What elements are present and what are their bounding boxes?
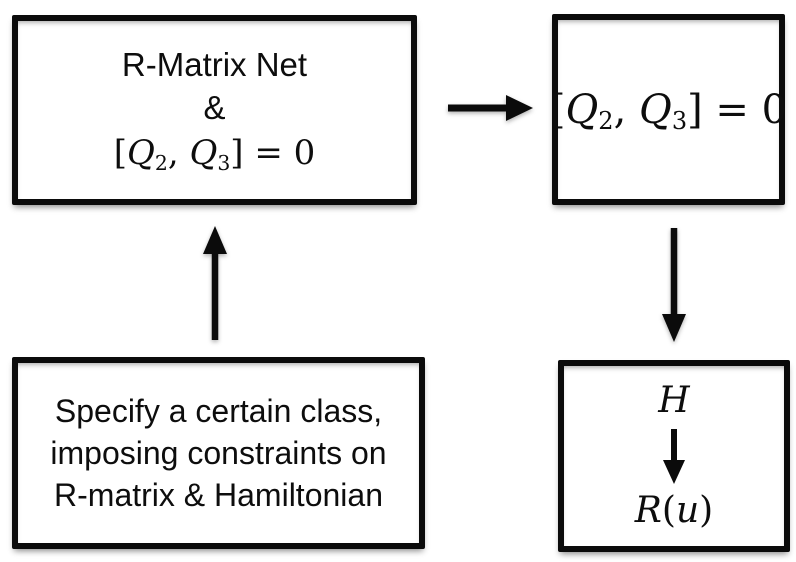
- formula-open-bracket: [: [549, 86, 566, 133]
- specify-line2: imposing constraints on: [50, 435, 387, 471]
- formula-q3-subscript: 3: [671, 107, 688, 136]
- ampersand-label: &: [203, 89, 226, 126]
- formula-q2-base: Q: [565, 86, 599, 133]
- formula-close-bracket: ]: [230, 133, 244, 173]
- specify-line3: R-matrix & Hamiltonian: [54, 477, 383, 513]
- box-rmatrix-net: R-Matrix Net & [Q2, Q3] = 0: [12, 15, 417, 205]
- formula-q3-base: Q: [189, 133, 218, 173]
- formula-q3-subscript: 3: [217, 150, 231, 175]
- hamiltonian-symbol: H: [658, 380, 690, 421]
- formula-q2-subscript: 2: [598, 107, 614, 136]
- arrow-h-to-ru-icon: [663, 429, 685, 484]
- arrow-up-icon: [203, 226, 227, 340]
- open-paren: (: [661, 490, 676, 531]
- formula-open-bracket: [: [113, 133, 127, 173]
- formula-q3-base: Q: [639, 86, 672, 133]
- hamiltonian-label: H: [658, 380, 689, 422]
- formula-comma: ,: [167, 133, 190, 173]
- box-commutator: [Q2, Q3] = 0: [549, 14, 788, 205]
- r-symbol: R: [634, 490, 662, 531]
- arrow-right-icon: [448, 95, 533, 121]
- formula-q2-base: Q: [126, 133, 155, 173]
- arrow-down-icon: [662, 228, 686, 342]
- specify-line1: Specify a certain class,: [54, 393, 383, 429]
- u-symbol: u: [675, 490, 700, 531]
- formula-close-bracket: ]: [687, 86, 703, 133]
- close-paren: ): [699, 490, 714, 531]
- commutator-formula: [Q2, Q3] = 0: [114, 131, 316, 175]
- box-h-to-ru: H R(u): [558, 360, 790, 552]
- formula-zero: 0: [761, 86, 788, 133]
- rmatrix-net-title: R-Matrix Net: [121, 46, 308, 83]
- formula-q2-subscript: 2: [154, 150, 168, 175]
- formula-comma: ,: [613, 86, 640, 133]
- formula-equals: =: [243, 133, 294, 173]
- formula-zero: 0: [293, 133, 316, 173]
- box-specify-class: Specify a certain class, imposing constr…: [12, 357, 425, 549]
- formula-equals: =: [702, 86, 762, 133]
- rmatrix-of-u-label: R(u): [635, 490, 713, 532]
- commutator-formula: [Q2, Q3] = 0: [549, 86, 788, 136]
